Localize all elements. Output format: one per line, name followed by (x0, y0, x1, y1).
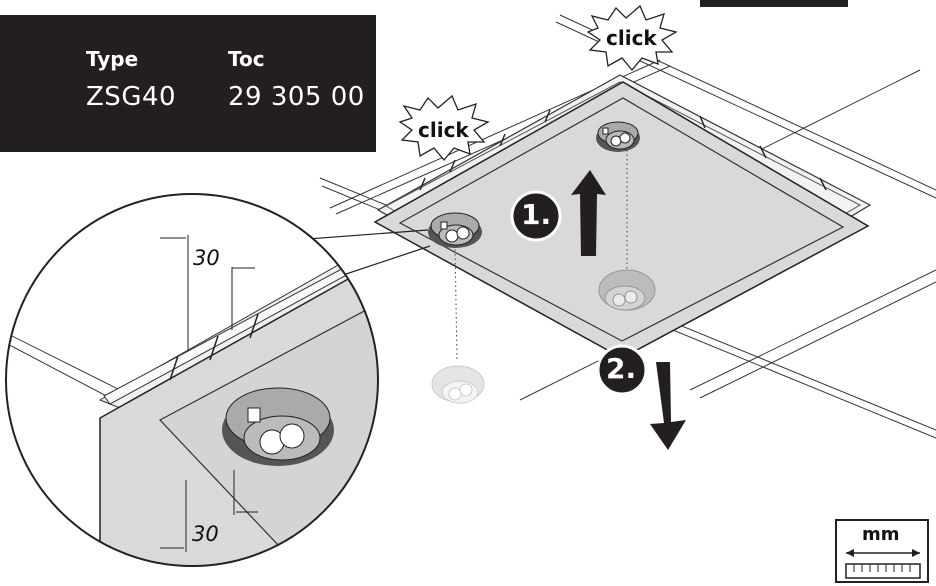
detail-magnifier-border (5, 193, 379, 567)
click-burst-top (586, 4, 678, 72)
ruler-icon (835, 519, 929, 583)
dimension-bottom-label: 30 (192, 522, 219, 546)
toc-value: 29 305 00 (228, 82, 365, 112)
type-value: ZSG40 (86, 82, 177, 112)
grid-rail (689, 269, 936, 391)
sensor-ghost-left (431, 365, 485, 404)
unit-label: mm (862, 524, 900, 545)
product-info-box (0, 15, 376, 152)
guide-line (454, 244, 458, 361)
toc-heading: Toc (228, 47, 265, 71)
step-1-circle (510, 190, 562, 242)
sensor-left (428, 212, 482, 248)
step-1-label: 1. (521, 198, 552, 231)
type-heading: Type (86, 47, 139, 71)
click-burst-left (398, 94, 490, 162)
sensor-right (596, 121, 640, 152)
click-label-top: click (606, 26, 657, 50)
header-bar (700, 0, 848, 7)
step-2-label: 2. (606, 352, 637, 385)
grid-rail (699, 281, 936, 399)
grid-rail (759, 69, 921, 151)
arrow-up-icon (571, 170, 606, 256)
ceiling-panel (373, 81, 870, 359)
click-label-left: click (418, 118, 469, 142)
ceiling-panel-edge (398, 97, 845, 342)
dimension-top-label: 30 (193, 246, 220, 270)
sensor-ghost-right (598, 269, 656, 311)
arrow-down-icon (650, 362, 686, 450)
frame-teeth (419, 109, 827, 191)
step-2-circle (596, 344, 648, 396)
